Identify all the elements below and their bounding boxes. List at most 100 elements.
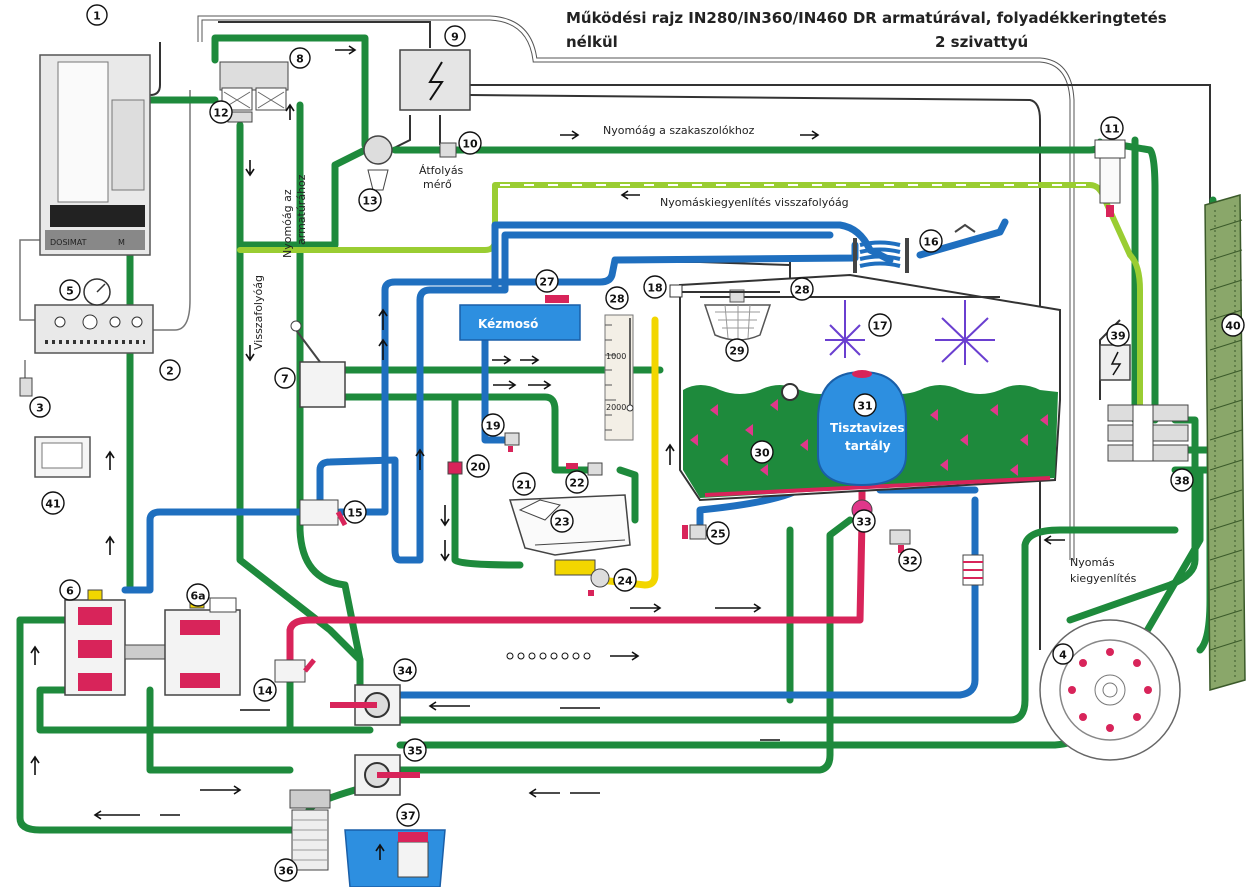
component-badge-4: 4 (1053, 644, 1073, 664)
component-badge-14: 14 (254, 679, 276, 701)
component-number: 19 (485, 420, 500, 433)
computer-brand: DOSIMAT (50, 238, 87, 247)
component-badge-15: 15 (344, 501, 366, 523)
level-scale: 1000 2000 (605, 315, 633, 440)
component-number: 38 (1174, 475, 1189, 488)
component-badge-13: 13 (359, 189, 381, 211)
component-number: 35 (407, 745, 422, 758)
tap-19 (505, 433, 519, 452)
valve-14 (275, 660, 314, 682)
component-number: 1 (93, 10, 101, 23)
main-pump (65, 590, 165, 695)
component-number: 40 (1225, 320, 1241, 333)
remote-display (35, 437, 90, 477)
component-number: 17 (872, 320, 887, 333)
hand-wash-tank: Kézmosó (460, 295, 580, 340)
component-badge-34: 34 (394, 659, 416, 681)
component-badge-35: 35 (404, 739, 426, 761)
component-badge-3: 3 (30, 397, 50, 417)
component-badge-36: 36 (275, 859, 297, 881)
component-badge-41: 41 (42, 492, 64, 514)
component-number: 34 (397, 665, 413, 678)
component-badge-39: 39 (1107, 324, 1129, 346)
component-number: 37 (400, 810, 415, 823)
component-number: 10 (462, 138, 478, 151)
flow-meter-label-2: mérő (423, 178, 452, 191)
component-badge-6a: 6a (187, 584, 209, 606)
valve-15 (300, 500, 345, 525)
component-number: 6 (66, 585, 74, 598)
component-badge-8: 8 (290, 48, 310, 68)
component-badge-6: 6 (60, 580, 80, 600)
component-number: 16 (923, 236, 939, 249)
component-number: 6a (190, 590, 205, 603)
component-badge-22: 22 (566, 471, 588, 493)
return-flow-dots (507, 653, 590, 659)
component-number: 29 (729, 345, 744, 358)
component-badge-38: 38 (1171, 469, 1193, 491)
component-badge-40: 40 (1222, 314, 1244, 336)
pressure-regulator (440, 143, 456, 157)
component-number: 8 (296, 53, 304, 66)
armature-branch-label-2: armatúrához (295, 174, 308, 245)
component-badge-30: 30 (751, 441, 773, 463)
component-badge-23: 23 (551, 510, 573, 532)
flow-meter-label-1: Átfolyás (419, 164, 464, 177)
component-number: 39 (1110, 330, 1125, 343)
junction-box-9 (400, 50, 470, 110)
spray-computer: DOSIMAT M (40, 55, 150, 255)
component-number: 7 (281, 373, 289, 386)
computer-model: M (118, 238, 125, 247)
component-number: 20 (470, 461, 486, 474)
component-number: 12 (213, 107, 228, 120)
hand-wash-label: Kézmosó (478, 317, 538, 331)
component-number: 33 (856, 516, 871, 529)
junction-box-39 (1100, 345, 1130, 380)
component-badge-9: 9 (445, 26, 465, 46)
component-number: 31 (857, 400, 872, 413)
component-number: 21 (516, 479, 531, 492)
component-number: 2 (166, 365, 174, 378)
scale-2000: 2000 (606, 403, 626, 412)
second-pump (165, 598, 240, 695)
component-badge-32: 32 (899, 549, 921, 571)
diagram-title-line2-right: 2 szivattyú (935, 33, 1028, 51)
component-badge-28b: 28 (791, 278, 813, 300)
component-number: 41 (45, 498, 60, 511)
clean-tank-label-1: Tisztavizes (830, 421, 904, 435)
section-valves (1108, 405, 1188, 461)
component-badge-33: 33 (853, 510, 875, 532)
control-box (35, 305, 153, 353)
chemical-inductor (510, 495, 630, 575)
component-number: 9 (451, 31, 459, 44)
pressure-return-label: Nyomáskiegyenlítés visszafolyóág (660, 196, 849, 209)
component-badge-1: 1 (87, 5, 107, 25)
spray-boom (1205, 195, 1245, 690)
component-number: 27 (539, 276, 554, 289)
component-number: 28 (794, 284, 809, 297)
component-badge-5: 5 (60, 280, 80, 300)
armature-branch-label-1: Nyomóág az (281, 189, 294, 258)
valve-34 (330, 685, 400, 725)
component-badge-18: 18 (644, 276, 666, 298)
component-number: 25 (710, 528, 725, 541)
hose-coupling (963, 555, 983, 585)
pressure-branch-label: Nyomóág a szakaszolókhoz (603, 124, 755, 137)
component-number: 24 (617, 575, 633, 588)
component-badge-2: 2 (160, 360, 180, 380)
component-badge-10: 10 (459, 132, 481, 154)
pressure-gauge (84, 279, 110, 305)
component-badge-37: 37 (397, 804, 419, 826)
component-number: 23 (554, 516, 569, 529)
pressure-eq-label-1: Nyomás (1070, 556, 1115, 569)
component-badge-12: 12 (210, 101, 232, 123)
return-branch-label: Visszafolyóág (252, 275, 265, 350)
scale-1000: 1000 (606, 352, 626, 361)
component-badge-31: 31 (854, 394, 876, 416)
clean-tank-label-2: tartály (845, 439, 891, 453)
component-number: 5 (66, 285, 74, 298)
pressure-eq-label-2: kiegyenlítés (1070, 572, 1137, 585)
suction-strainer (290, 790, 330, 870)
component-number: 13 (362, 195, 377, 208)
